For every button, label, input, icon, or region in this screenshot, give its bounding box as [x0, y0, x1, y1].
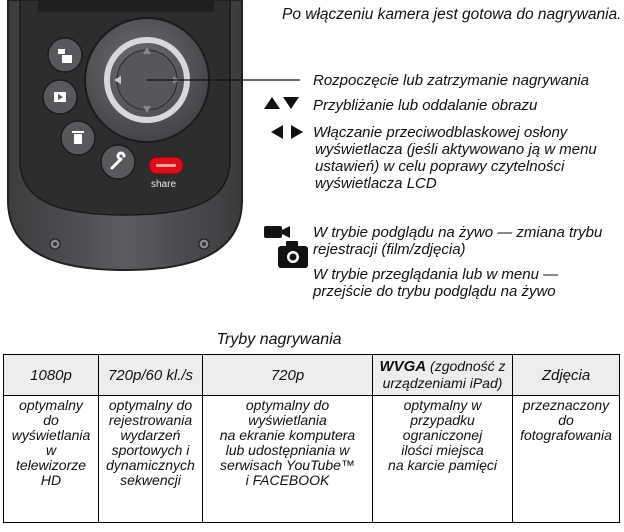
zoom-description: Przybliżanie lub oddalanie obrazu: [313, 97, 538, 114]
cell-line: przeznaczony: [522, 397, 610, 413]
cell-720p: optymalny do wyświetlania na ekranie kom…: [202, 395, 373, 523]
header-720p: 720p: [202, 354, 373, 396]
mode-review-line-1: W trybie przeglądania lub w menu —: [313, 266, 559, 283]
cell-wvga: optymalny w przypadku ograniczonej ilośc…: [372, 395, 513, 523]
cell-line: wyświetlania: [11, 427, 91, 443]
record-description: Rozpoczęcie lub zatrzymanie nagrywania: [313, 72, 589, 89]
cell-line: optymalny w: [403, 397, 482, 413]
intro-text: Po włączeniu kamera jest gotowa do nagry…: [282, 6, 622, 23]
cell-line: fotografowania: [520, 427, 612, 443]
header-photo: Zdjęcia: [512, 354, 620, 396]
mode-live-line-2: rejestracji (film/zdjęcia): [313, 241, 466, 258]
table-row: optymalny do wyświetlania w telewizorze …: [3, 395, 620, 523]
left-right-arrows-icon: [270, 124, 304, 145]
header-1080p: 1080p: [3, 354, 99, 396]
header-wvga: WVGA (zgodność z urządzeniami iPad): [372, 354, 513, 396]
cell-line: sportowych i: [111, 442, 190, 458]
arrow-left-mark: [114, 76, 121, 84]
cell-line: optymalny: [19, 397, 83, 413]
share-label: share: [151, 179, 177, 190]
cell-line: na ekranie komputera: [219, 427, 356, 443]
table-header-row: 1080p 720p/60 kl./s 720p WVGA (zgodność …: [3, 354, 620, 396]
screen-edge: [38, 0, 214, 12]
cell-line: telewizorze: [15, 457, 87, 473]
cell-line: serwisach YouTube™: [220, 457, 355, 473]
cell-line: do: [558, 412, 574, 428]
cell-line: rejestrowania: [108, 412, 193, 428]
cell-line: ograniczonej: [402, 427, 483, 443]
cell-line: do: [43, 412, 59, 428]
table-title: Tryby nagrywania: [216, 331, 342, 348]
arrow-up-mark: [143, 47, 151, 54]
mode-button-glyph: [58, 49, 65, 54]
antiglare-line-4: wyświetlacza LCD: [315, 175, 437, 192]
mode-review-description: W trybie przeglądania lub w menu — przej…: [313, 266, 558, 300]
cell-line: HD: [40, 472, 62, 488]
zoom-arrows-icon: [262, 96, 302, 115]
cell-line: optymalny do: [108, 397, 193, 413]
cell-line: optymalny do: [245, 397, 330, 413]
recording-modes-table: 1080p 720p/60 kl./s 720p WVGA (zgodność …: [3, 354, 620, 523]
delete-button-glyph: [74, 134, 82, 144]
header-wvga-name: WVGA: [379, 358, 427, 375]
cell-line: dynamicznych: [106, 457, 195, 473]
cell-line: ilości miejsca: [401, 442, 484, 458]
camera-illustration: [7, 0, 300, 272]
mode-review-line-2: przejście do trybu podglądu na żywo: [313, 283, 556, 300]
video-photo-mode-icon: [262, 224, 312, 277]
cell-line: przypadku: [410, 412, 475, 428]
cell-line: lub udostępniania w: [225, 442, 350, 458]
mode-live-description: W trybie podglądu na żywo — zmiana trybu…: [313, 224, 602, 258]
header-720p60: 720p/60 kl./s: [98, 354, 203, 396]
cell-line: i FACEBOOK: [245, 472, 330, 488]
cell-line: wydarzeń: [120, 427, 181, 443]
header-wvga-note: (zgodność z: [426, 358, 506, 374]
settings-button-glyph: [110, 151, 126, 170]
antiglare-line-3: ustawień) w celu poprawy czytelności: [315, 158, 565, 175]
arrow-down-mark: [143, 106, 151, 113]
cell-line: na karcie pamięci: [388, 457, 497, 473]
antiglare-description: Włączanie przeciwodblaskowej osłony wyśw…: [313, 124, 597, 192]
antiglare-line-2: wyświetlacza (jeśli aktywowano ją w menu: [315, 141, 597, 158]
mode-live-line-1: W trybie podglądu na żywo — zmiana trybu: [313, 224, 603, 241]
antiglare-line-1: Włączanie przeciwodblaskowej osłony: [313, 124, 568, 141]
cell-1080p: optymalny do wyświetlania w telewizorze …: [3, 395, 99, 523]
header-wvga-note-2: urządzeniami iPad): [382, 375, 503, 391]
cell-line: sekwencji: [120, 472, 181, 488]
cell-photo: przeznaczony do fotografowania: [512, 395, 620, 523]
cell-line: w: [45, 442, 57, 458]
cell-line: wyświetlania: [248, 412, 327, 428]
cell-720p60: optymalny do rejestrowania wydarzeń spor…: [98, 395, 203, 523]
